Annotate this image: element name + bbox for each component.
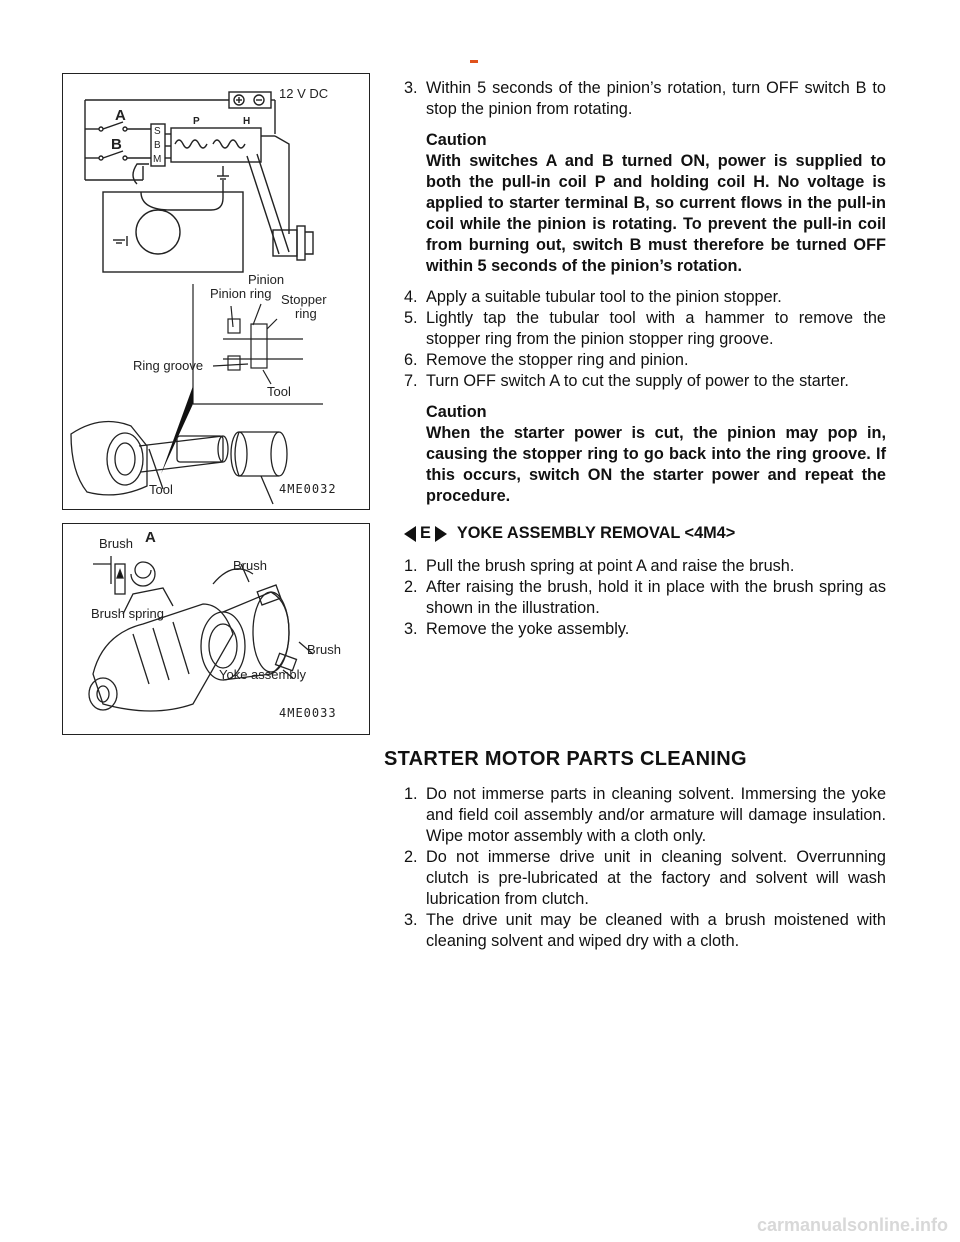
page-top-mark	[470, 60, 478, 63]
step-text: After raising the brush, hold it in plac…	[426, 578, 886, 617]
tool-main-label: Tool	[149, 482, 173, 497]
step-text: Within 5 seconds of the pinion’s rotatio…	[426, 79, 886, 118]
caution-title: Caution	[426, 403, 487, 421]
triangle-left-icon	[404, 525, 416, 542]
figure-yoke-assembly: Brush A Brush Brush spring Brush Yoke as…	[62, 523, 370, 735]
step-text: Do not immerse drive unit in cleaning so…	[426, 848, 886, 908]
step-item: 5. Lightly tap the tubular tool with a h…	[400, 308, 886, 350]
point-a-label: A	[145, 529, 156, 546]
step-number: 2.	[404, 848, 418, 866]
terminal-m-label: M	[153, 154, 162, 165]
brush-a-label: Brush	[99, 536, 133, 551]
subsection-letter: E	[420, 524, 431, 542]
step-text: Remove the yoke assembly.	[426, 620, 630, 638]
step-text: Remove the stopper ring and pinion.	[426, 351, 689, 369]
pinion-removal-illustration	[70, 91, 323, 505]
caution-body: With switches A and B turned ON, power i…	[426, 152, 886, 275]
terminal-s-label: S	[154, 126, 161, 137]
step-number: 4.	[404, 288, 418, 306]
tool-detail-label: Tool	[267, 384, 291, 399]
step-text: Apply a suitable tubular tool to the pin…	[426, 288, 782, 306]
voltage-label: 12 V DC	[279, 86, 329, 101]
figure2-code: 4ME0033	[279, 706, 337, 720]
step-number: 5.	[404, 309, 418, 327]
step-number: 7.	[404, 372, 418, 390]
yoke-removal-heading: E YOKE ASSEMBLY REMOVAL <4M4>	[404, 524, 735, 543]
yoke-assembly-illustration	[88, 556, 314, 712]
ring-groove-label: Ring groove	[133, 358, 204, 373]
switch-b-label: B	[111, 136, 122, 153]
section-title: STARTER MOTOR PARTS CLEANING	[384, 748, 747, 770]
step-text: Turn OFF switch A to cut the supply of p…	[426, 372, 849, 390]
terminal-b-label: B	[154, 140, 161, 151]
step-number: 1.	[404, 785, 418, 803]
step-item: 7. Turn OFF switch A to cut the supply o…	[400, 371, 886, 392]
step-number: 1.	[404, 557, 418, 575]
pinion-ring-label: Pinion ring	[210, 286, 272, 301]
step-number: 3.	[404, 79, 418, 97]
step-number: 3.	[404, 620, 418, 638]
step-text: Lightly tap the tubular tool with a hamm…	[426, 309, 886, 348]
brush-top-label: Brush	[233, 558, 267, 573]
step-text: The drive unit may be cleaned with a bru…	[426, 911, 886, 950]
step-text: Pull the brush spring at point A and rai…	[426, 557, 795, 575]
pinion-removal-steps: 3. Within 5 seconds of the pinion’s rota…	[400, 78, 886, 507]
yoke-assembly-label: Yoke assembly	[219, 667, 306, 682]
coil-p-label: P	[193, 116, 200, 127]
pinion-label: Pinion	[248, 272, 285, 287]
step-number: 6.	[404, 351, 418, 369]
cleaning-steps: 1. Do not immerse parts in cleaning solv…	[400, 784, 886, 952]
brush-spring-label: Brush spring	[91, 606, 164, 621]
step-text: Do not immerse parts in cleaning solvent…	[426, 785, 886, 845]
caution-block-1: Caution With switches A and B turned ON,…	[400, 130, 886, 277]
step-item: 3. Remove the yoke assembly.	[400, 619, 886, 640]
caution-title: Caution	[426, 131, 487, 149]
coil-h-label: H	[243, 116, 251, 127]
caution-body: When the starter power is cut, the pinio…	[426, 424, 886, 505]
brush-bottom-label: Brush	[307, 642, 341, 657]
ring-label: ring	[295, 306, 317, 321]
subsection-title: YOKE ASSEMBLY REMOVAL <4M4>	[456, 524, 736, 542]
figure-pinion-removal: 12 V DC A B S B M P H Pinion Pinion ring…	[62, 73, 370, 510]
caution-block-2: Caution When the starter power is cut, t…	[400, 402, 886, 507]
step-number: 2.	[404, 578, 418, 596]
watermark: carmanualsonline.info	[756, 1215, 948, 1235]
yoke-removal-steps: 1. Pull the brush spring at point A and …	[400, 556, 886, 640]
step-item: 3. The drive unit may be cleaned with a …	[400, 910, 886, 952]
step-item: 1. Do not immerse parts in cleaning solv…	[400, 784, 886, 847]
step-item: 6. Remove the stopper ring and pinion.	[400, 350, 886, 371]
stopper-label: Stopper	[281, 292, 327, 307]
step-number: 3.	[404, 911, 418, 929]
step-item: 3. Within 5 seconds of the pinion’s rota…	[400, 78, 886, 120]
step-item: 4. Apply a suitable tubular tool to the …	[400, 287, 886, 308]
figure1-code: 4ME0032	[279, 482, 337, 496]
switch-a-label: A	[115, 107, 126, 124]
step-item: 2. After raising the brush, hold it in p…	[400, 577, 886, 619]
step-item: 2. Do not immerse drive unit in cleaning…	[400, 847, 886, 910]
triangle-right-icon	[434, 525, 447, 542]
step-item: 1. Pull the brush spring at point A and …	[400, 556, 886, 577]
